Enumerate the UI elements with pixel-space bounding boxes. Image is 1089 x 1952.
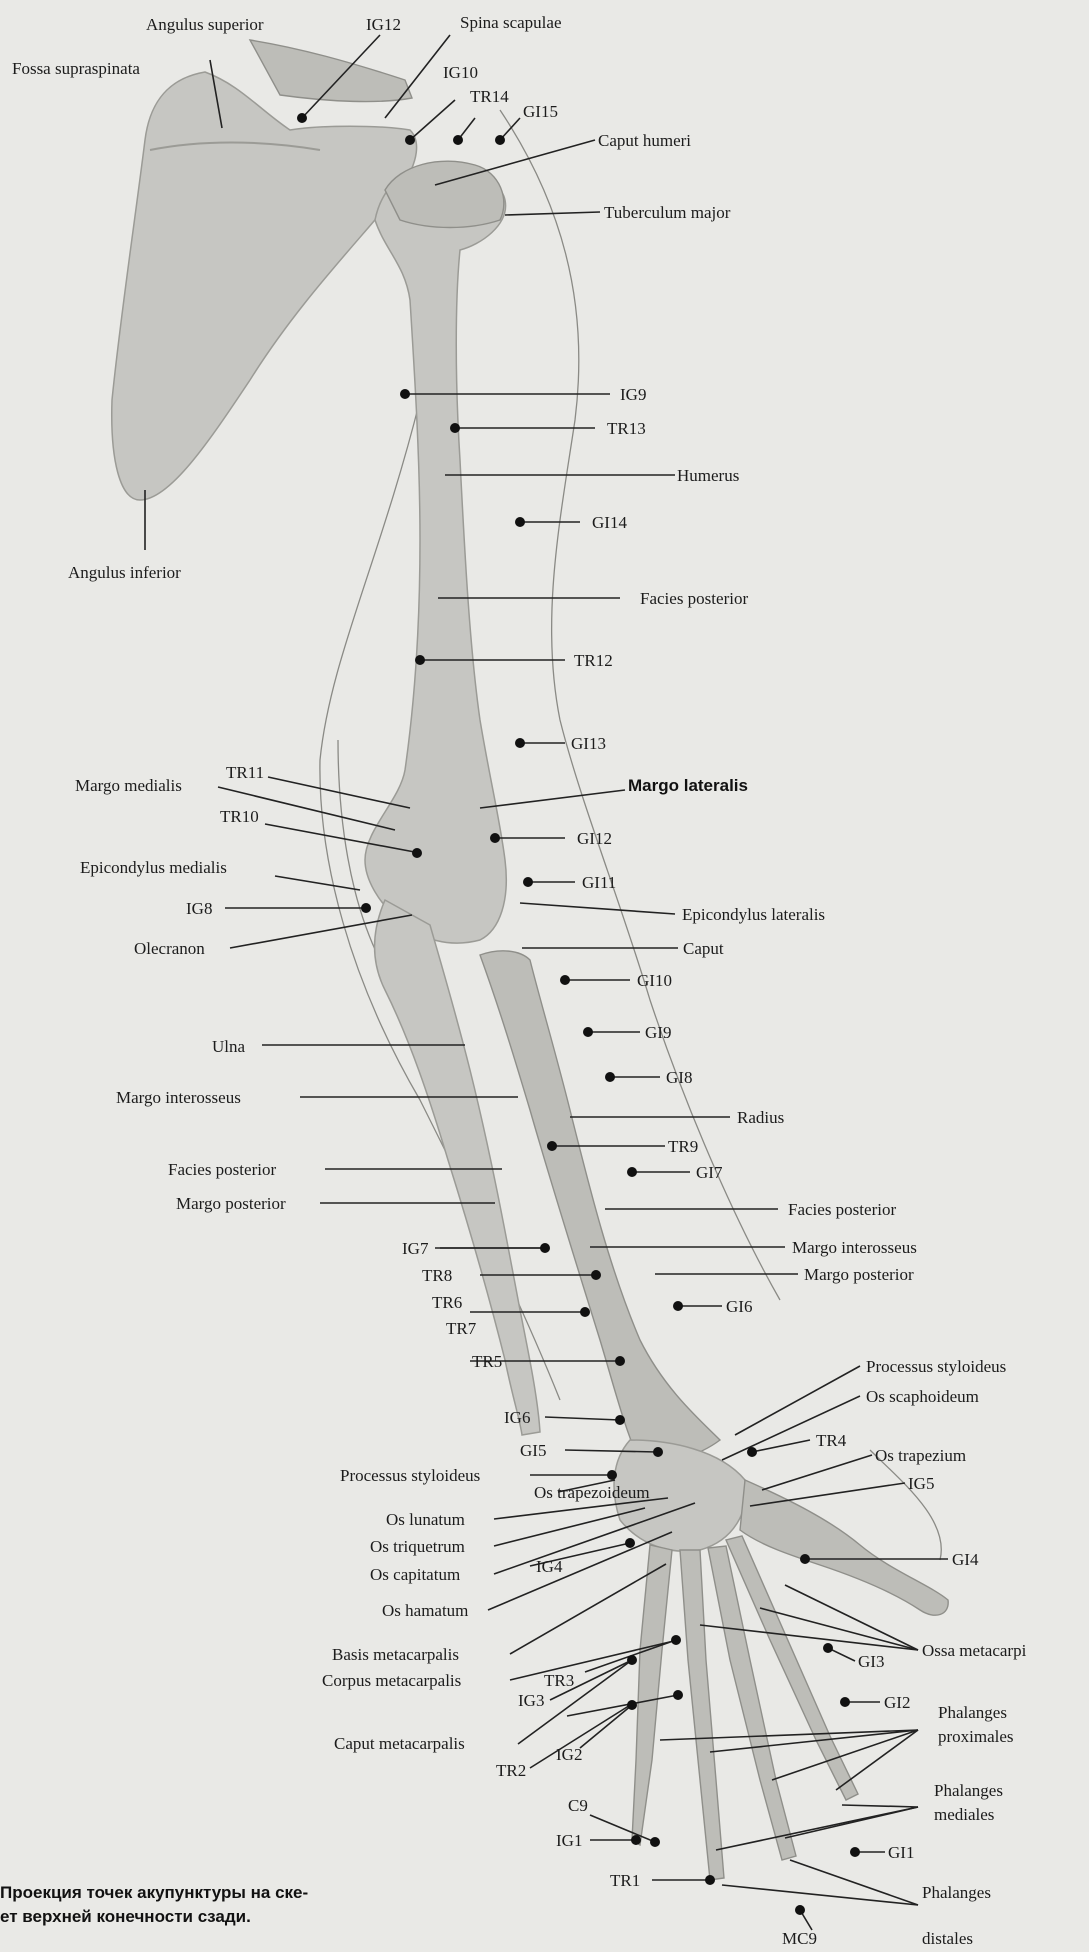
label-margo-interosseus-ulnae: Margo interosseus bbox=[116, 1088, 241, 1107]
label-ig9: IG9 bbox=[620, 385, 646, 404]
label-processus-styloideus-radii: Processus styloideus bbox=[866, 1357, 1006, 1376]
label-caput-radii: Caput bbox=[683, 939, 724, 958]
label-gi13: GI13 bbox=[571, 734, 606, 753]
label-tr5: TR5 bbox=[472, 1352, 502, 1371]
label-margo-posterior-ulnae: Margo posterior bbox=[176, 1194, 286, 1213]
label-angulus-inferior: Angulus inferior bbox=[68, 563, 181, 582]
label-tr3: TR3 bbox=[544, 1671, 574, 1690]
label-gi8: GI8 bbox=[666, 1068, 692, 1087]
label-epicondylus-lateralis: Epicondylus lateralis bbox=[682, 905, 825, 924]
label-gi6: GI6 bbox=[726, 1297, 752, 1316]
label-ig7: IG7 bbox=[402, 1239, 429, 1258]
label-os-lunatum: Os lunatum bbox=[386, 1510, 465, 1529]
label-radius: Radius bbox=[737, 1108, 784, 1127]
label-facies-posterior-radii: Facies posterior bbox=[788, 1200, 896, 1219]
label-margo-posterior-radii: Margo posterior bbox=[804, 1265, 914, 1284]
label-ig1: IG1 bbox=[556, 1831, 582, 1850]
label-gi2: GI2 bbox=[884, 1693, 910, 1712]
label-phalanges-mediales-2: mediales bbox=[934, 1805, 994, 1824]
label-ig10: IG10 bbox=[443, 63, 478, 82]
label-gi7: GI7 bbox=[696, 1163, 723, 1182]
label-c9: C9 bbox=[568, 1796, 588, 1815]
label-os-trapezoideum: IG5 bbox=[908, 1474, 934, 1493]
label-ulna: Ulna bbox=[212, 1037, 246, 1056]
label-gi4: GI4 bbox=[952, 1550, 979, 1569]
label-tuberculum-major: Tuberculum major bbox=[604, 203, 731, 222]
scapula bbox=[112, 40, 417, 500]
label-processus-styloideus-ulnae: Processus styloideus bbox=[340, 1466, 480, 1485]
label-os-triquetrum: Os triquetrum bbox=[370, 1537, 465, 1556]
label-tr4: GI5 bbox=[520, 1441, 546, 1460]
label-margo-lateralis: Margo lateralis bbox=[628, 776, 748, 795]
label-spina-scapulae: Spina scapulae bbox=[460, 13, 562, 32]
label-os-scaphoideum: Os scaphoideum bbox=[866, 1387, 979, 1406]
label-gi11: GI11 bbox=[582, 873, 616, 892]
label-os-trapezium: Os trapezium bbox=[875, 1446, 966, 1465]
label-ig4: IG4 bbox=[536, 1557, 563, 1576]
label-margo-interosseus-radii: Margo interosseus bbox=[792, 1238, 917, 1257]
label-tr7: TR7 bbox=[446, 1319, 477, 1338]
label-tr10: TR10 bbox=[220, 807, 259, 826]
label-gi14: GI14 bbox=[592, 513, 627, 532]
label-tr6: TR6 bbox=[432, 1293, 462, 1312]
label-gi5: TR4 bbox=[816, 1431, 847, 1450]
label-corpus-metacarpalis: Corpus metacarpalis bbox=[322, 1671, 461, 1690]
label-tr2: TR2 bbox=[496, 1761, 526, 1780]
humerus bbox=[365, 161, 506, 943]
figure-caption: Проекция точек акупунктуры на ске- ет ве… bbox=[0, 1883, 308, 1926]
caption-line-2: ет верхней конечности сзади. bbox=[0, 1907, 251, 1926]
label-gi15: GI15 bbox=[523, 102, 558, 121]
label-phalanges-distales-2: distales bbox=[922, 1929, 973, 1948]
label-os-hamatum: Os hamatum bbox=[382, 1601, 468, 1620]
label-ig2: IG2 bbox=[556, 1745, 582, 1764]
label-ig5: Os trapezoideum bbox=[534, 1483, 650, 1502]
label-tr8: TR8 bbox=[422, 1266, 452, 1285]
label-phalanges-mediales-1: Phalanges bbox=[934, 1781, 1003, 1800]
label-tr13: TR13 bbox=[607, 419, 646, 438]
label-tr11: TR11 bbox=[226, 763, 264, 782]
label-gi12: GI12 bbox=[577, 829, 612, 848]
label-olecranon: Olecranon bbox=[134, 939, 205, 958]
label-epicondylus-medialis: Epicondylus medialis bbox=[80, 858, 227, 877]
label-margo-medialis: Margo medialis bbox=[75, 776, 182, 795]
label-tr9: TR9 bbox=[668, 1137, 698, 1156]
label-angulus-superior: Angulus superior bbox=[146, 15, 264, 34]
label-tr14: TR14 bbox=[470, 87, 509, 106]
hand-bones bbox=[614, 1440, 948, 1880]
label-gi1: GI1 bbox=[888, 1843, 914, 1862]
label-phalanges-distales-1: Phalanges bbox=[922, 1883, 991, 1902]
label-phalanges-proximales-1: Phalanges bbox=[938, 1703, 1007, 1722]
label-ossa-metacarpi: Ossa metacarpi bbox=[922, 1641, 1027, 1660]
caption-line-1: Проекция точек акупунктуры на ске- bbox=[0, 1883, 308, 1902]
label-os-capitatum: Os capitatum bbox=[370, 1565, 460, 1584]
label-fossa-supraspinata: Fossa supraspinata bbox=[12, 59, 140, 78]
label-ig8: IG8 bbox=[186, 899, 212, 918]
label-tr1: TR1 bbox=[610, 1871, 640, 1890]
label-ig12: IG12 bbox=[366, 15, 401, 34]
label-caput-humeri: Caput humeri bbox=[598, 131, 691, 150]
label-ig3: IG3 bbox=[518, 1691, 544, 1710]
label-gi10: GI10 bbox=[637, 971, 672, 990]
label-humerus: Humerus bbox=[677, 466, 739, 485]
label-basis-metacarpalis: Basis metacarpalis bbox=[332, 1645, 459, 1664]
label-mc9: MC9 bbox=[782, 1929, 817, 1948]
label-phalanges-proximales-2: proximales bbox=[938, 1727, 1014, 1746]
label-facies-posterior-humeri: Facies posterior bbox=[640, 589, 748, 608]
label-ig6: IG6 bbox=[504, 1408, 530, 1427]
label-gi9: GI9 bbox=[645, 1023, 671, 1042]
label-gi3: GI3 bbox=[858, 1652, 884, 1671]
label-caput-metacarpalis: Caput metacarpalis bbox=[334, 1734, 465, 1753]
label-facies-posterior-ulnae: Facies posterior bbox=[168, 1160, 276, 1179]
label-tr12: TR12 bbox=[574, 651, 613, 670]
